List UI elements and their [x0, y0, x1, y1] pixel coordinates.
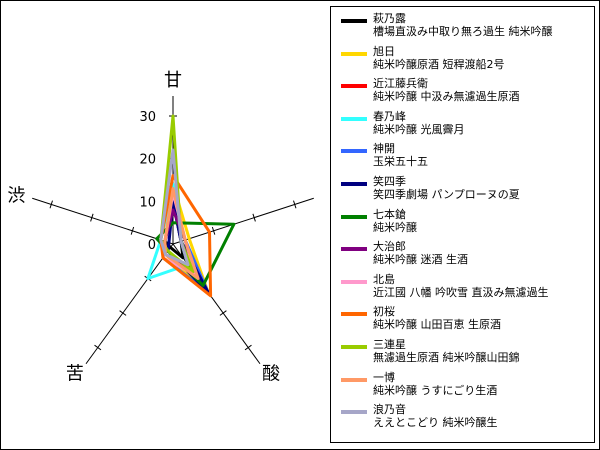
legend-item: 神開玉栄五十五: [331, 142, 594, 168]
legend-item: 笑四季笑四季劇場 パンプローヌの夏: [331, 175, 594, 201]
legend-swatch: [341, 247, 367, 252]
radar-tick-mark: [119, 310, 127, 316]
legend-swatch: [341, 279, 367, 284]
radar-axis-label: 酸: [262, 363, 280, 384]
legend-brand: 三連星: [373, 338, 406, 351]
legend-item: 浪乃音ええとこどり 純米吟醸生: [331, 403, 594, 429]
radar-axis-label: 渋: [7, 186, 25, 207]
legend-item: 大治郎純米吟醸 迷酒 生酒: [331, 240, 594, 266]
radar-tick-mark: [252, 213, 256, 222]
legend-swatch: [341, 116, 367, 121]
radar-axis-4: [32, 197, 174, 245]
legend-swatch: [341, 214, 367, 219]
legend-swatch: [341, 84, 367, 89]
legend-brand: 笑四季: [373, 175, 406, 188]
legend-item: 北島近江國 八幡 吟吹雪 直汲み無濾過生: [331, 273, 594, 299]
legend-product: 純米吟醸 うすにごり生酒: [373, 383, 498, 397]
legend-swatch: [341, 377, 367, 382]
legend-brand: 春乃峰: [373, 109, 406, 123]
legend-swatch: [341, 149, 367, 154]
legend-product: ええとこどり 純米吟醸生: [373, 416, 498, 430]
radar-tick-mark: [211, 226, 216, 235]
radar-tick-mark: [219, 310, 227, 316]
legend-item: 近江藤兵衛純米吟醸 中汲み無濾過生原酒: [331, 77, 594, 103]
radar-tick-mark: [94, 344, 102, 351]
legend-swatch: [341, 410, 367, 415]
legend-product: 無濾過生原酒 純米吟醸山田錦: [373, 351, 520, 364]
radar-chart: 0102030甘辛酸苦渋: [7, 70, 326, 384]
radar-tick-mark: [244, 344, 252, 351]
legend-swatch: [341, 19, 367, 23]
legend-item: 七本鎗純米吟醸: [331, 208, 594, 234]
legend-brand: 浪乃音: [373, 403, 406, 417]
legend-brand: 一博: [373, 370, 395, 384]
series-line-12: [159, 148, 190, 267]
radar-tick-label: 10: [139, 195, 156, 210]
radar-tick-label: 30: [139, 110, 156, 125]
legend-brand: 初桜: [373, 305, 395, 319]
legend-swatch: [341, 312, 367, 317]
legend-brand: 北島: [373, 272, 395, 286]
legend-brand: 旭日: [373, 44, 395, 58]
legend-product: 近江國 八幡 吟吹雪 直汲み無濾過生: [373, 285, 549, 299]
legend-brand: 神開: [373, 142, 395, 156]
radar-axis-label: 甘: [164, 70, 182, 91]
legend-swatch: [341, 182, 367, 186]
legend-item: 萩乃露槽場直汲み中取り無ろ過生 純米吟醸: [331, 12, 594, 38]
legend: 萩乃露槽場直汲み中取り無ろ過生 純米吟醸旭日純米吟醸原酒 短稈渡船2号近江藤兵衛…: [330, 6, 595, 443]
legend-brand: 萩乃露: [373, 12, 406, 25]
legend-product: 純米吟醸 光風霽月: [373, 122, 465, 136]
radar-axis-label: 苦: [66, 363, 84, 384]
series-line-11: [163, 187, 200, 280]
legend-item: 一博純米吟醸 うすにごり生酒: [331, 371, 594, 397]
legend-brand: 大治郎: [373, 240, 406, 254]
legend-item: 三連星無濾過生原酒 純米吟醸山田錦: [331, 338, 594, 364]
legend-brand: 近江藤兵衛: [373, 77, 428, 91]
legend-item: 旭日純米吟醸原酒 短稈渡船2号: [331, 45, 594, 71]
radar-axis-1: [172, 197, 314, 245]
legend-product: 笑四季劇場 パンプローヌの夏: [373, 188, 520, 201]
legend-product: 純米吟醸: [373, 220, 417, 234]
radar-tick-mark: [90, 213, 94, 222]
legend-item: 初桜純米吟醸 山田百恵 生原酒: [331, 305, 594, 331]
radar-tick-label: 20: [139, 153, 156, 168]
legend-product: 純米吟醸 山田百恵 生原酒: [373, 318, 501, 332]
radar-tick-mark: [130, 226, 135, 235]
radar-tick-mark: [49, 200, 53, 209]
radar-axis-3: [85, 243, 174, 365]
legend-product: 槽場直汲み中取り無ろ過生 純米吟醸: [373, 25, 553, 38]
radar-tick-mark: [293, 200, 297, 209]
legend-swatch: [341, 345, 367, 349]
legend-product: 純米吟醸 中汲み無濾過生原酒: [373, 90, 520, 104]
legend-brand: 七本鎗: [373, 207, 406, 221]
legend-product: 玉栄五十五: [373, 155, 428, 169]
legend-product: 純米吟醸原酒 短稈渡船2号: [373, 57, 505, 71]
legend-product: 純米吟醸 迷酒 生酒: [373, 253, 468, 267]
radar-tick-label: 0: [148, 238, 156, 253]
legend-swatch: [341, 51, 367, 56]
legend-item: 春乃峰純米吟醸 光風霽月: [331, 110, 594, 136]
